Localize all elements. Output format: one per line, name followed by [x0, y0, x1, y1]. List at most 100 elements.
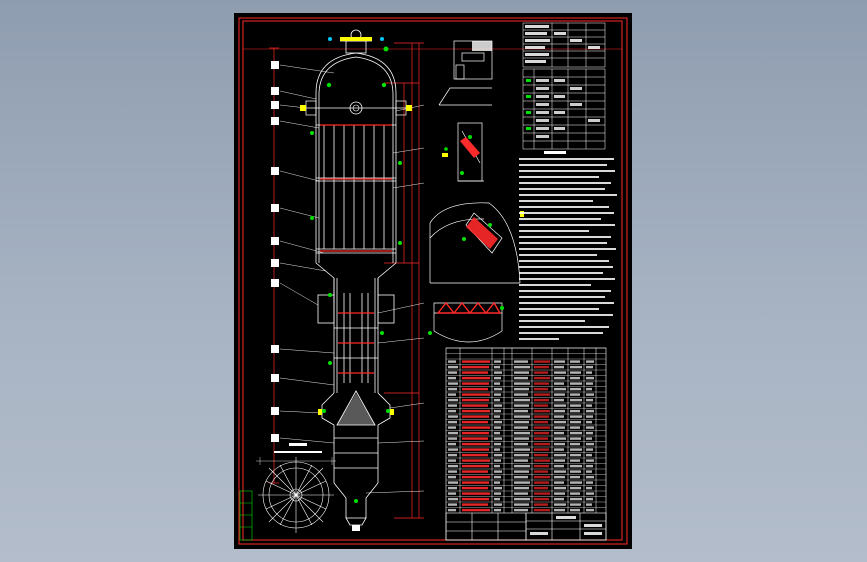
design-data-table[interactable]	[522, 22, 606, 68]
parts-row-cell	[570, 437, 581, 440]
drawing-canvas	[238, 17, 628, 545]
parts-row-cell	[570, 503, 581, 506]
parts-row-cell	[534, 426, 550, 429]
parts-row-cell	[494, 464, 500, 468]
parts-row-cell	[448, 508, 456, 512]
parts-row-cell	[534, 371, 548, 374]
parts-row-cell	[554, 404, 566, 407]
parts-row-cell	[586, 382, 593, 385]
nozzle-markers	[310, 82, 402, 503]
technical-requirements[interactable]	[519, 151, 617, 340]
parts-row-cell	[494, 360, 501, 363]
parts-list[interactable]	[445, 347, 607, 541]
parts-row-cell	[514, 448, 530, 451]
parts-row-cell	[514, 486, 529, 490]
section-plan-view[interactable]	[256, 443, 336, 533]
parts-row-cell	[586, 398, 593, 402]
parts-row-cell	[514, 398, 530, 402]
manway-icon	[349, 101, 363, 115]
parts-row-cell	[534, 459, 550, 462]
detail-view-a[interactable]	[438, 40, 493, 106]
parts-row-cell	[554, 492, 565, 495]
parts-row-cell	[514, 464, 530, 468]
parts-row-cell	[448, 404, 457, 407]
parts-row-cell	[514, 431, 530, 435]
parts-row-cell	[462, 431, 489, 435]
parts-row-cell	[462, 492, 490, 495]
parts-row-cell	[570, 486, 581, 490]
trays-upper	[320, 124, 392, 252]
parts-row-cell	[494, 492, 501, 495]
parts-row-cell	[494, 470, 502, 473]
parts-row-cell	[494, 420, 502, 424]
drawing-sheet[interactable]	[234, 13, 632, 549]
parts-row-cell	[570, 365, 582, 369]
parts-row-cell	[462, 453, 488, 457]
parts-row-cell	[534, 448, 549, 451]
parts-row-cell	[514, 404, 529, 407]
parts-row-cell	[570, 497, 582, 501]
detail-view-d[interactable]	[428, 301, 504, 343]
parts-row-cell	[448, 453, 457, 457]
parts-row-cell	[514, 492, 528, 495]
parts-row-cell	[586, 431, 593, 435]
parts-row-cell	[554, 376, 565, 380]
parts-row-cell	[514, 393, 528, 396]
parts-row-cell	[448, 393, 456, 396]
parts-row-cell	[586, 475, 594, 479]
parts-row-cell	[554, 497, 564, 501]
parts-row-cell	[514, 453, 529, 457]
parts-row-cell	[462, 398, 489, 402]
parts-row-cell	[554, 437, 566, 440]
parts-row-cell	[494, 393, 501, 396]
parts-row-cell	[554, 475, 565, 479]
parts-row-cell	[494, 409, 501, 413]
parts-row-cell	[514, 415, 530, 418]
parts-row-cell	[570, 415, 582, 418]
parts-row-cell	[554, 442, 565, 446]
parts-row-cell	[586, 503, 592, 506]
parts-row-cell	[554, 415, 564, 418]
title-block[interactable]	[445, 512, 607, 541]
parts-row-cell	[534, 382, 549, 385]
parts-row-cell	[462, 393, 490, 396]
parts-row-cell	[448, 492, 456, 495]
parts-row-cell	[462, 371, 488, 374]
parts-row-cell	[534, 464, 549, 468]
parts-row-cell	[514, 376, 528, 380]
parts-row-cell	[448, 481, 458, 484]
parts-row-cell	[514, 459, 528, 462]
parts-row-cell	[462, 426, 490, 429]
detail-view-b[interactable]	[442, 122, 484, 182]
parts-row-cell	[534, 404, 548, 407]
main-vessel-elevation[interactable]	[269, 29, 425, 531]
parts-row-cell	[494, 404, 502, 407]
parts-row-cell	[448, 415, 458, 418]
parts-row-cell	[462, 508, 490, 512]
parts-row-cell	[554, 464, 564, 468]
parts-row-cell	[534, 486, 548, 490]
sheet-border	[238, 17, 628, 545]
parts-row-cell	[462, 442, 490, 446]
nozzle-flanges	[300, 105, 412, 415]
parts-row-cell	[586, 486, 592, 490]
parts-row-cell	[494, 365, 500, 369]
detail-view-c[interactable]	[429, 202, 524, 284]
parts-row-cell	[570, 376, 580, 380]
parts-row-cell	[534, 475, 550, 479]
parts-row-cell	[534, 470, 548, 473]
parts-row-cell	[570, 360, 580, 363]
parts-row-cell	[448, 475, 456, 479]
parts-row-cell	[494, 459, 501, 462]
parts-row-cell	[554, 409, 565, 413]
parts-row-cell	[448, 448, 458, 451]
parts-row-cell	[570, 508, 580, 512]
parts-row-cell	[448, 376, 456, 380]
nozzle-table[interactable]	[522, 68, 606, 150]
parts-row-cell	[448, 459, 456, 462]
parts-row-cell	[462, 459, 490, 462]
parts-row-cell	[586, 415, 593, 418]
parts-row-cell	[570, 492, 580, 495]
parts-row-cell	[554, 382, 564, 385]
